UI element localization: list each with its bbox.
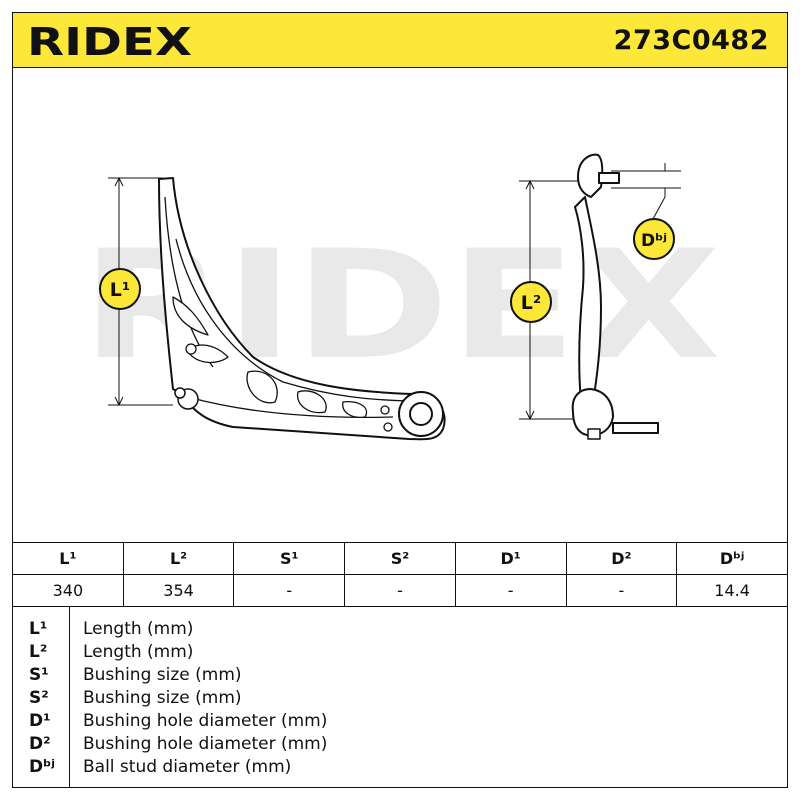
table-value-cell: 340 bbox=[12, 574, 124, 607]
table-header-cell: L² bbox=[122, 542, 235, 575]
table-header-cell: Dᵇʲ bbox=[676, 542, 788, 575]
legend-row: L¹ Length (mm) bbox=[13, 619, 789, 641]
legend-symbol: L¹ bbox=[29, 619, 48, 639]
legend-divider bbox=[69, 607, 70, 788]
legend-description: Bushing size (mm) bbox=[83, 688, 242, 708]
brand-logo-text: RIDEX bbox=[27, 21, 192, 61]
table-header-cell: L¹ bbox=[12, 542, 124, 575]
spec-table-value-row: 340 354 - - - - 14.4 bbox=[12, 574, 788, 607]
table-header-cell: S¹ bbox=[233, 542, 346, 575]
brand-logo: RIDEX bbox=[27, 21, 192, 61]
legend-description: Ball stud diameter (mm) bbox=[83, 757, 292, 777]
legend-description: Bushing hole diameter (mm) bbox=[83, 734, 328, 754]
table-value-cell: - bbox=[565, 574, 678, 607]
legend-description: Bushing size (mm) bbox=[83, 665, 242, 685]
l2-badge: L² bbox=[510, 281, 552, 323]
table-value-cell: - bbox=[344, 574, 456, 607]
legend-row: D² Bushing hole diameter (mm) bbox=[13, 734, 789, 756]
legend-row: Dᵇʲ Ball stud diameter (mm) bbox=[13, 757, 789, 779]
legend-row: S² Bushing size (mm) bbox=[13, 688, 789, 710]
control-arm-side-drawing bbox=[571, 153, 659, 440]
legend-description: Bushing hole diameter (mm) bbox=[83, 711, 328, 731]
l1-badge: L¹ bbox=[99, 268, 141, 310]
header-bar: RIDEX 273C0482 bbox=[12, 12, 788, 68]
legend-symbol: S² bbox=[29, 688, 49, 708]
legend-row: S¹ Bushing size (mm) bbox=[13, 665, 789, 687]
legend-symbol: L² bbox=[29, 642, 48, 662]
legend-symbol: S¹ bbox=[29, 665, 49, 685]
legend-description: Length (mm) bbox=[83, 642, 194, 662]
legend-symbol: D¹ bbox=[29, 711, 51, 731]
legend-symbol: Dᵇʲ bbox=[29, 757, 55, 777]
table-value-cell: 354 bbox=[122, 574, 235, 607]
table-value-cell: - bbox=[233, 574, 346, 607]
legend-symbol: D² bbox=[29, 734, 51, 754]
table-header-cell: S² bbox=[344, 542, 456, 575]
legend-row: D¹ Bushing hole diameter (mm) bbox=[13, 711, 789, 733]
legend-description: Length (mm) bbox=[83, 619, 194, 639]
spec-table: L¹ L² S¹ S² D¹ D² Dᵇʲ 340 354 - - - - 14… bbox=[12, 542, 788, 607]
part-number: 273C0482 bbox=[613, 25, 769, 56]
dbj-badge-label: Dᵇʲ bbox=[641, 231, 667, 251]
control-arm-drawing bbox=[158, 177, 446, 441]
table-value-cell: 14.4 bbox=[676, 574, 788, 607]
legend-box: L¹ Length (mm) L² Length (mm) S¹ Bushing… bbox=[12, 606, 788, 788]
table-header-cell: D¹ bbox=[454, 542, 567, 575]
l2-badge-label: L² bbox=[521, 292, 541, 314]
technical-drawing: RIDEX bbox=[12, 67, 788, 543]
drawing-svg: RIDEX bbox=[81, 153, 721, 441]
dbj-dimension-line bbox=[611, 163, 681, 220]
dbj-badge: Dᵇʲ bbox=[633, 218, 675, 260]
table-value-cell: - bbox=[454, 574, 567, 607]
l1-badge-label: L¹ bbox=[110, 279, 130, 301]
table-header-cell: D² bbox=[565, 542, 678, 575]
spec-table-header-row: L¹ L² S¹ S² D¹ D² Dᵇʲ bbox=[12, 542, 788, 575]
legend-row: L² Length (mm) bbox=[13, 642, 789, 664]
